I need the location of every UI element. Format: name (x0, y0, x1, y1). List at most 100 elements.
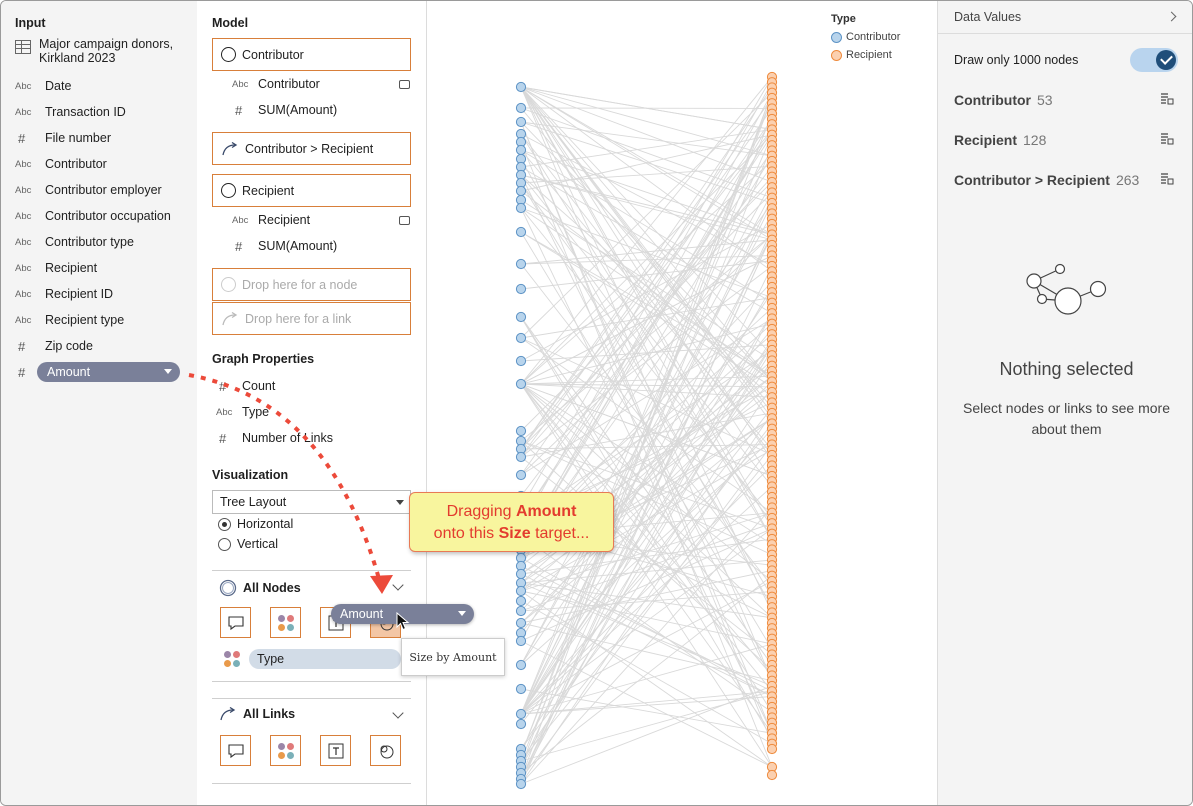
graph-link[interactable] (520, 145, 773, 762)
export-data-icon[interactable] (1160, 173, 1174, 185)
graph-link[interactable] (520, 234, 773, 715)
data-source[interactable]: Major campaign donors,Kirkland 2023 (15, 37, 173, 65)
graph-link[interactable] (520, 149, 773, 451)
graph-link[interactable] (520, 133, 773, 267)
graph-link[interactable] (520, 690, 773, 762)
graph-link[interactable] (520, 685, 773, 785)
contributor-node[interactable] (515, 116, 527, 128)
graph-link[interactable] (520, 76, 773, 385)
graph-link[interactable] (520, 260, 773, 290)
node-field[interactable]: #SUM(Amount) (232, 236, 337, 256)
contributor-node[interactable] (515, 718, 527, 730)
all-nodes-header[interactable]: All Nodes (219, 579, 301, 597)
graph-link[interactable] (520, 129, 773, 168)
contributor-node[interactable] (515, 568, 527, 580)
contributor-node[interactable] (515, 81, 527, 93)
graph-link[interactable] (520, 570, 773, 624)
graph-link[interactable] (520, 383, 773, 398)
contributor-node[interactable] (515, 585, 527, 597)
graph-link[interactable] (520, 92, 773, 551)
graph-link[interactable] (520, 87, 773, 450)
contributor-node[interactable] (515, 311, 527, 323)
chevron-down-icon[interactable] (392, 579, 404, 591)
graph-property[interactable]: #Number of Links (216, 428, 333, 448)
graph-property[interactable]: #Count (216, 376, 275, 396)
all-links-header[interactable]: All Links (219, 707, 295, 721)
graph-link[interactable] (520, 375, 773, 385)
export-data-icon[interactable] (1160, 93, 1174, 105)
contributor-node[interactable] (515, 659, 527, 671)
graph-link[interactable] (520, 528, 773, 642)
recipient-node[interactable] (766, 743, 778, 755)
graph-link[interactable] (520, 375, 773, 592)
graph-link[interactable] (520, 344, 773, 768)
tooltip-icon[interactable] (399, 216, 410, 225)
graph-link[interactable] (520, 696, 773, 715)
graph-link[interactable] (520, 86, 773, 272)
link-contributor-recipient[interactable]: Contributor > Recipient (212, 132, 411, 165)
contributor-node[interactable] (515, 102, 527, 114)
link-label-mark-button[interactable] (320, 735, 351, 766)
graph-link[interactable] (520, 316, 773, 666)
link-color-mark-button[interactable] (270, 735, 301, 766)
graph-link[interactable] (520, 86, 773, 241)
graph-link[interactable] (520, 86, 773, 356)
contributor-node[interactable] (515, 185, 527, 197)
contributor-node[interactable] (515, 283, 527, 295)
graph-link[interactable] (520, 383, 773, 734)
contributor-node[interactable] (515, 226, 527, 238)
drop-link-target[interactable]: Drop here for a link (212, 302, 411, 335)
graph-link[interactable] (520, 444, 773, 780)
contributor-node[interactable] (515, 635, 527, 647)
node-contributor[interactable]: Contributor (212, 38, 411, 71)
tooltip-mark-button[interactable] (220, 607, 251, 638)
graph-canvas[interactable] (428, 1, 937, 805)
chevron-right-icon[interactable] (1166, 11, 1177, 22)
contributor-node[interactable] (515, 708, 527, 720)
data-values-header[interactable]: Data Values (938, 1, 1192, 34)
graph-link[interactable] (520, 265, 773, 780)
export-data-icon[interactable] (1160, 133, 1174, 145)
contributor-node[interactable] (515, 469, 527, 481)
contributor-node[interactable] (515, 355, 527, 367)
graph-link[interactable] (520, 234, 773, 476)
graph-link[interactable] (520, 622, 773, 682)
tooltip-icon[interactable] (399, 80, 410, 89)
graph-link[interactable] (520, 291, 773, 666)
chevron-down-icon[interactable] (392, 707, 404, 719)
graph-link[interactable] (520, 297, 773, 339)
graph-link[interactable] (520, 165, 773, 184)
contributor-node[interactable] (515, 683, 527, 695)
contributor-node[interactable] (515, 451, 527, 463)
contributor-node[interactable] (515, 778, 527, 790)
layout-select[interactable]: Tree Layout (212, 490, 411, 514)
graph-link[interactable] (520, 76, 773, 509)
graph-link[interactable] (520, 591, 773, 612)
graph-link[interactable] (520, 573, 773, 697)
link-size-mark-button[interactable] (370, 735, 401, 766)
graph-link[interactable] (520, 166, 773, 314)
graph-link[interactable] (520, 97, 773, 768)
node-field[interactable]: #SUM(Amount) (232, 100, 337, 120)
graph-link[interactable] (520, 234, 773, 785)
contributor-node[interactable] (515, 258, 527, 270)
graph-link[interactable] (520, 590, 773, 645)
graph-link[interactable] (520, 323, 773, 385)
contributor-node[interactable] (515, 378, 527, 390)
graph-link[interactable] (520, 141, 773, 768)
graph-link[interactable] (520, 121, 773, 157)
color-field-pill[interactable]: Type (249, 649, 401, 669)
graph-link[interactable] (520, 107, 773, 109)
graph-link[interactable] (520, 349, 773, 750)
dragged-amount-pill[interactable]: Amount (331, 604, 474, 624)
